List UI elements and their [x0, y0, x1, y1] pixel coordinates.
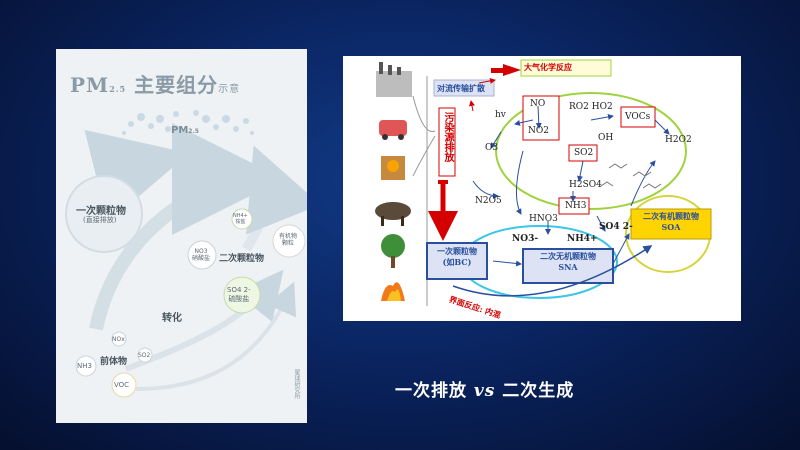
car-icon — [379, 120, 407, 140]
nitrate-label: NO3 硝酸盐 — [192, 248, 210, 262]
sulfate-label: SO4 2- 硫酸盐 — [227, 286, 251, 304]
caption-primary: 一次排放 — [395, 381, 474, 401]
ammonium-formula: NH4+ — [233, 213, 248, 219]
o3-label: O3 — [485, 143, 499, 153]
no-label: NO — [530, 99, 546, 109]
livestock-icon — [375, 202, 411, 226]
so2-precursor-label: SO2 — [138, 352, 151, 359]
nh3-label: NH3 — [565, 201, 587, 211]
sna-box-title: 二次无机颗粒物 — [540, 251, 596, 261]
factory-icon — [376, 62, 412, 97]
pm25-components-figure: PM2.5 主要组分示意 PM2.5 一次颗粒物 (直接排放) NH4+ 铵盐 … — [56, 49, 307, 423]
fire-icon — [381, 282, 405, 301]
soa-box-title: 二次有机颗粒物 — [643, 211, 699, 221]
soa-box-abbr: SOA — [661, 222, 681, 232]
no2-label: NO2 — [528, 126, 549, 136]
primary-particles-note: (直接排放) — [83, 216, 117, 224]
organic-sub: 颗粒 — [282, 240, 295, 247]
soa-box: 二次有机颗粒物 SOA — [635, 211, 707, 232]
title-main: 主要组分 — [126, 73, 219, 97]
pm25-diagram-graphics — [65, 110, 307, 398]
nitrate-formula: NO3 — [194, 248, 208, 255]
ammonium-name: 铵盐 — [235, 219, 246, 225]
title-sub: 2.5 — [109, 84, 127, 94]
transport-label: 对流传输扩散 — [437, 83, 485, 93]
primary-particles-label: 一次颗粒物 — [76, 206, 126, 217]
caption-secondary: 二次生成 — [495, 381, 575, 401]
so4-label: SO4 2- — [599, 222, 633, 232]
precursors-label: 前体物 — [100, 357, 128, 367]
ro2ho2-label: RO2 HO2 — [569, 102, 613, 112]
ammonium-label: NH4+ 铵盐 — [233, 213, 248, 225]
emission-chemistry-figure: 大气化学反应 对流传输扩散 污染源排放 NO NO2 hv O3 RO2 HO2… — [343, 56, 741, 321]
no3-label: NO3- — [512, 234, 539, 244]
nox-label: NOx — [112, 336, 125, 343]
atmos-chem-label: 大气化学反应 — [524, 62, 572, 72]
hv-label: hv — [495, 110, 506, 120]
h2so4-label: H2SO4 — [569, 180, 602, 190]
pm25-figure-title: PM2.5 主要组分示意 — [70, 69, 240, 98]
tree-icon — [381, 234, 405, 268]
secondary-particles-label: 二次颗粒物 — [219, 254, 265, 264]
voc-precursor-label: VOC — [114, 381, 130, 389]
organic-name: 有机物 — [279, 233, 298, 240]
cooking-icon — [381, 156, 405, 180]
primary-box: 一次颗粒物 (如BC) — [431, 246, 483, 268]
conversion-label: 转化 — [162, 313, 182, 324]
emission-label: 污染源排放 — [442, 112, 453, 162]
primary-box-title: 一次颗粒物 — [437, 246, 477, 256]
caption-vs: vs — [473, 381, 496, 401]
sna-box-abbr: SNA — [558, 262, 578, 272]
top-label-pm: PM — [171, 125, 189, 136]
hno3-label: HNO3 — [529, 214, 558, 224]
sna-box: 二次无机颗粒物 SNA — [529, 251, 607, 272]
organic-label: 有机物 颗粒 — [279, 233, 297, 247]
top-label-sub: 2.5 — [188, 128, 199, 135]
nitrate-name: 硝酸盐 — [192, 255, 211, 262]
sulfate-name: 硫酸盐 — [228, 295, 250, 303]
vocs-label: VOCs — [625, 112, 651, 122]
nh3-precursor-label: NH3 — [77, 362, 92, 370]
emission-chemistry-graphics — [375, 59, 712, 306]
title-pm: PM — [70, 73, 110, 97]
sulfate-formula: SO4 2- — [227, 286, 251, 294]
nh4-label: NH4+ — [567, 234, 598, 244]
n2o5-label: N2O5 — [475, 196, 502, 206]
slide-caption: 一次排放 vs 二次生成 — [395, 376, 574, 401]
h2o2-label: H2O2 — [665, 135, 692, 145]
watermark-text: 星球研究所 — [293, 369, 300, 399]
so2-label: SO2 — [574, 148, 594, 158]
title-small: 示意 — [218, 84, 241, 95]
pm25-top-label: PM2.5 — [171, 125, 199, 136]
primary-box-bc: (如BC) — [442, 257, 472, 267]
oh-label: OH — [598, 133, 614, 143]
